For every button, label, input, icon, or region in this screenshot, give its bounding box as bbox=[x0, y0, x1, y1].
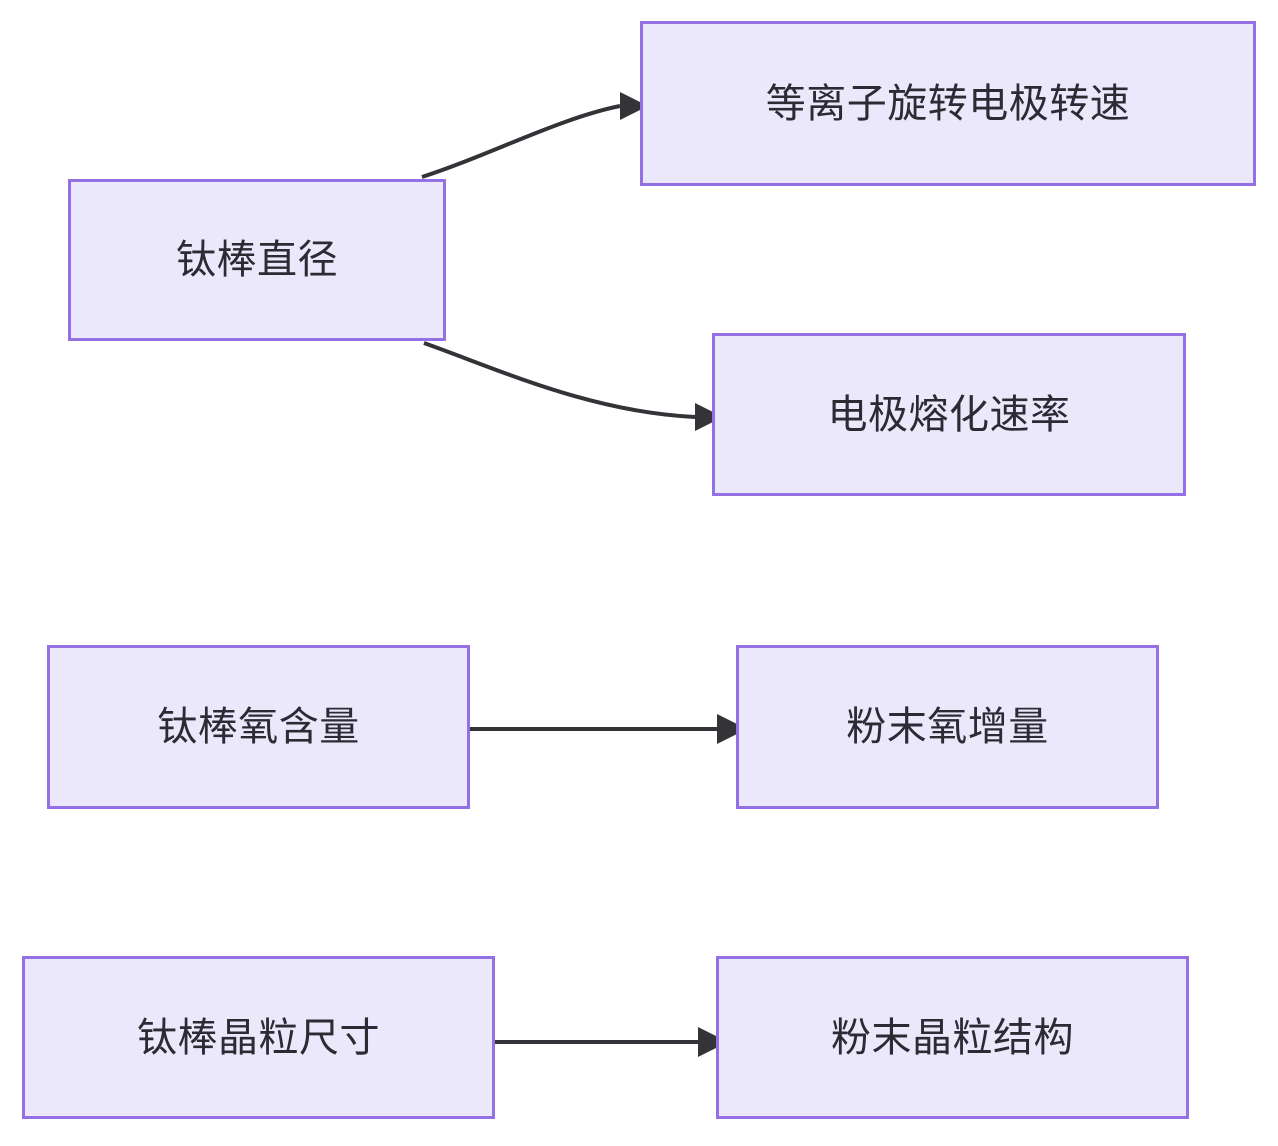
node-ti-rod-grain-size[interactable]: 钛棒晶粒尺寸 bbox=[22, 956, 495, 1119]
edge-grainsize-to-grainstruct bbox=[495, 1027, 728, 1057]
node-electrode-melt-rate[interactable]: 电极熔化速率 bbox=[712, 333, 1186, 496]
node-label-powder-oxygen-gain: 粉末氧增量 bbox=[846, 705, 1049, 749]
edge-diameter-to-meltrate bbox=[423, 341, 723, 431]
node-powder-grain-structure[interactable]: 粉末晶粒结构 bbox=[716, 956, 1189, 1119]
edge-diameter-to-speed bbox=[421, 92, 648, 179]
node-label-ti-rod-grain-size: 钛棒晶粒尺寸 bbox=[137, 1015, 380, 1060]
node-ti-rod-diameter[interactable]: 钛棒直径 bbox=[68, 179, 446, 341]
node-label-ti-rod-oxygen: 钛棒氧含量 bbox=[157, 705, 360, 749]
edge-oxygen-to-powderoxygen bbox=[470, 714, 747, 744]
node-label-electrode-melt-rate: 电极熔化速率 bbox=[827, 392, 1071, 437]
node-label-ti-rod-diameter: 钛棒直径 bbox=[176, 238, 338, 282]
node-powder-oxygen-gain[interactable]: 粉末氧增量 bbox=[736, 645, 1159, 809]
node-plasma-electrode-speed[interactable]: 等离子旋转电极转速 bbox=[640, 21, 1256, 186]
node-ti-rod-oxygen[interactable]: 钛棒氧含量 bbox=[47, 645, 470, 809]
node-label-powder-grain-structure: 粉末晶粒结构 bbox=[831, 1015, 1074, 1060]
node-label-plasma-electrode-speed: 等离子旋转电极转速 bbox=[765, 81, 1131, 126]
